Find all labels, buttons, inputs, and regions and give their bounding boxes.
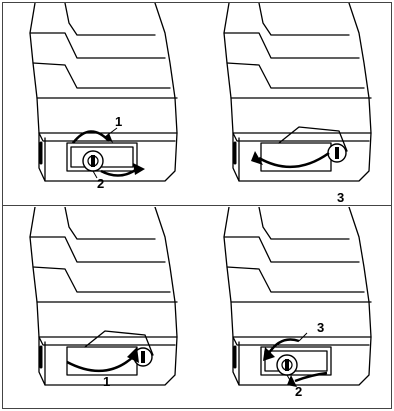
callout-number: 3	[317, 321, 324, 334]
release-key-lock	[328, 144, 346, 162]
arrow-head-icon	[133, 163, 145, 175]
panel-step-4: 3 2	[199, 207, 388, 408]
callout-number: 2	[97, 177, 104, 190]
release-key-lock	[83, 151, 103, 171]
gate-motor-drawing	[5, 207, 194, 408]
motor-housing-outline	[224, 3, 371, 181]
rotate-arrow-icon	[67, 357, 133, 371]
panel-step-2: 3	[199, 3, 388, 204]
callout-number: 2	[295, 385, 302, 398]
panel-step-1: 1 2	[5, 3, 194, 204]
horizontal-divider	[2, 205, 392, 206]
panel-step-3: 1	[5, 207, 194, 408]
rotate-arrow-icon	[73, 131, 137, 175]
callout-number: 1	[115, 115, 122, 128]
gate-motor-drawing	[199, 207, 388, 408]
callout-number: 1	[103, 375, 110, 388]
gate-motor-drawing	[199, 3, 388, 204]
motor-housing-outline	[30, 207, 177, 385]
release-key-lock	[277, 355, 297, 375]
callout-number: 3	[337, 191, 344, 204]
motor-housing-outline	[224, 207, 371, 385]
motor-housing-outline	[30, 3, 177, 181]
rotate-arrow-icon	[259, 153, 329, 167]
gate-motor-drawing	[5, 3, 194, 204]
